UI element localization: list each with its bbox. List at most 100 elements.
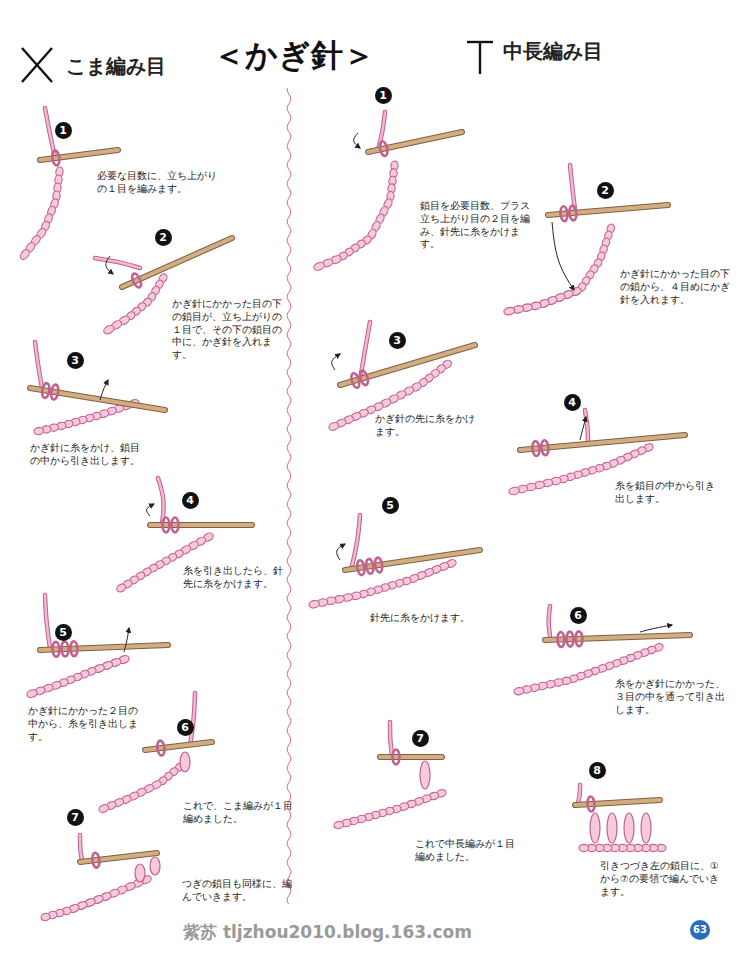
motion-arrow xyxy=(640,625,672,632)
yarn-outline xyxy=(390,722,392,755)
yarn-outline xyxy=(352,515,360,566)
yarn xyxy=(352,515,360,566)
yarn-outline xyxy=(190,693,195,745)
hook-loop xyxy=(61,641,69,656)
callout-number: 6 xyxy=(574,610,582,621)
chain-loop xyxy=(102,324,115,336)
hook-loop xyxy=(374,557,383,573)
chain-loop xyxy=(26,689,38,699)
motion-arrow xyxy=(100,380,108,400)
number-circle: 6 xyxy=(177,719,194,736)
callout-number: 3 xyxy=(71,355,79,366)
half-double-symbol xyxy=(479,42,481,74)
hook-outline xyxy=(380,754,442,760)
page-number-circle: 63 xyxy=(690,920,711,941)
step-instruction: かぎ針にかかった２目の中から、糸を引き出します。 xyxy=(28,705,140,743)
motion-arrow xyxy=(552,222,574,290)
page-title: ＜かぎ針＞ xyxy=(213,34,375,77)
hook-loop xyxy=(92,852,101,868)
hook-loop xyxy=(157,740,166,756)
illustration-group xyxy=(19,42,690,922)
number-circle: 2 xyxy=(155,229,172,246)
number-circle: 1 xyxy=(55,122,72,139)
callout-number: 6 xyxy=(181,722,189,733)
motion-arrow xyxy=(337,544,345,560)
yarn-outline xyxy=(35,342,42,388)
crochet-hook xyxy=(380,755,442,759)
hook-loop xyxy=(587,796,595,811)
callout-number: 2 xyxy=(601,185,609,196)
hook-loop xyxy=(569,205,577,221)
number-circle: 3 xyxy=(389,332,406,349)
chain-loop xyxy=(40,912,51,921)
yarn-outline xyxy=(45,108,55,157)
number-circle: 7 xyxy=(67,809,84,826)
number-circle: 7 xyxy=(412,730,429,747)
hook-loop xyxy=(393,750,400,765)
page-number: 63 xyxy=(693,925,707,935)
hook-outline xyxy=(520,435,685,450)
yarn xyxy=(578,785,580,803)
step-instruction: かぎ針にかかった目の下の鎖目が、立ち上がりの１目で、その下の鎖目の中に、かぎ針を… xyxy=(172,298,287,362)
hook-loop xyxy=(356,560,365,576)
callout-number: 5 xyxy=(59,627,67,638)
chain-loop xyxy=(308,600,320,609)
section-heading: こま編み目 xyxy=(66,53,166,80)
motion-arrow xyxy=(106,256,113,274)
hook-outline xyxy=(122,238,232,287)
step-instruction: かぎ針の先に糸をかけます。 xyxy=(375,413,475,439)
yarn xyxy=(45,108,55,157)
yarn-outline xyxy=(95,258,140,268)
yarn xyxy=(45,595,50,648)
number-circle: 5 xyxy=(382,497,399,514)
yarn xyxy=(390,722,392,755)
yarn-outline xyxy=(80,835,82,860)
chain-loop xyxy=(313,261,326,272)
hook-loop xyxy=(379,141,389,157)
yarn xyxy=(158,478,164,524)
number-circle: 4 xyxy=(564,394,581,411)
chain-loop xyxy=(115,582,127,593)
step-illustration xyxy=(26,595,168,699)
number-circle: 1 xyxy=(375,87,392,104)
hook-loop xyxy=(51,150,60,166)
callout-number: 4 xyxy=(568,397,576,408)
chain-loop xyxy=(33,427,44,436)
chain-loop xyxy=(513,687,524,696)
single-crochet-symbol xyxy=(22,48,52,82)
stitch-post xyxy=(590,813,600,843)
yarn xyxy=(570,165,575,210)
number-circle: 2 xyxy=(597,182,614,199)
yarn-outline xyxy=(570,165,575,210)
step-instruction: 必要な目数に、立ち上がりの１目を編みます。 xyxy=(97,170,217,196)
hook-loop xyxy=(358,370,369,386)
yarn xyxy=(80,835,82,860)
step-illustration xyxy=(115,478,252,594)
hook-outline xyxy=(145,742,212,750)
crochet-hook xyxy=(520,435,685,450)
chain-loop xyxy=(579,844,589,851)
chain-loop xyxy=(328,421,340,432)
section-heading: 中長編み目 xyxy=(503,38,603,65)
chain-loop xyxy=(19,248,31,261)
column-divider xyxy=(287,88,291,904)
step-instruction: 糸を鎖目の中から引き出します。 xyxy=(615,480,715,506)
step-instruction: 糸を引き出したら、針先に糸をかけます。 xyxy=(183,565,283,591)
motion-arrow xyxy=(332,354,340,370)
yarn-outline xyxy=(578,785,580,803)
hook-loop xyxy=(70,641,78,656)
yarn-outline xyxy=(45,595,50,648)
step-instruction: 針先に糸をかけます。 xyxy=(370,612,475,625)
yarn xyxy=(190,693,195,745)
hook-loop xyxy=(575,631,583,646)
callout-number: 1 xyxy=(379,90,387,101)
chain-loop xyxy=(333,820,344,829)
step-instruction: かぎ針にかかった目の下の鎖から、４目めにかぎ針を入れます。 xyxy=(620,268,735,306)
callout-number: 1 xyxy=(59,125,67,136)
callout-number: 3 xyxy=(393,335,401,346)
hook-loop xyxy=(557,632,565,647)
step-illustration xyxy=(503,165,668,316)
yarn-outline xyxy=(585,410,588,442)
